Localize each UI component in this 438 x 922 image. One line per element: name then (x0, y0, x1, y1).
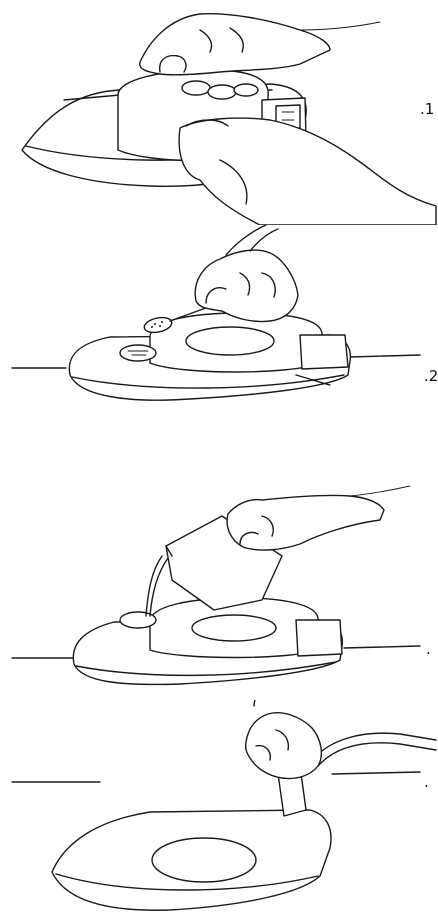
step-4-illustration: . (0, 700, 438, 922)
iron-add-powder-drawing (11, 225, 421, 401)
iron-set-dial-drawing (11, 700, 437, 911)
step-4-number: . (424, 773, 429, 791)
step-1-number: .1 (420, 100, 435, 118)
step-2-number: .2 (424, 367, 438, 385)
step-3-number: . (426, 640, 431, 658)
iron-open-tank-drawing (21, 12, 437, 225)
step-3-illustration: . (0, 460, 438, 690)
step-2-illustration: .2 (0, 225, 438, 435)
step-1-illustration: .1 (0, 0, 438, 225)
iron-pour-water-drawing (11, 485, 421, 686)
